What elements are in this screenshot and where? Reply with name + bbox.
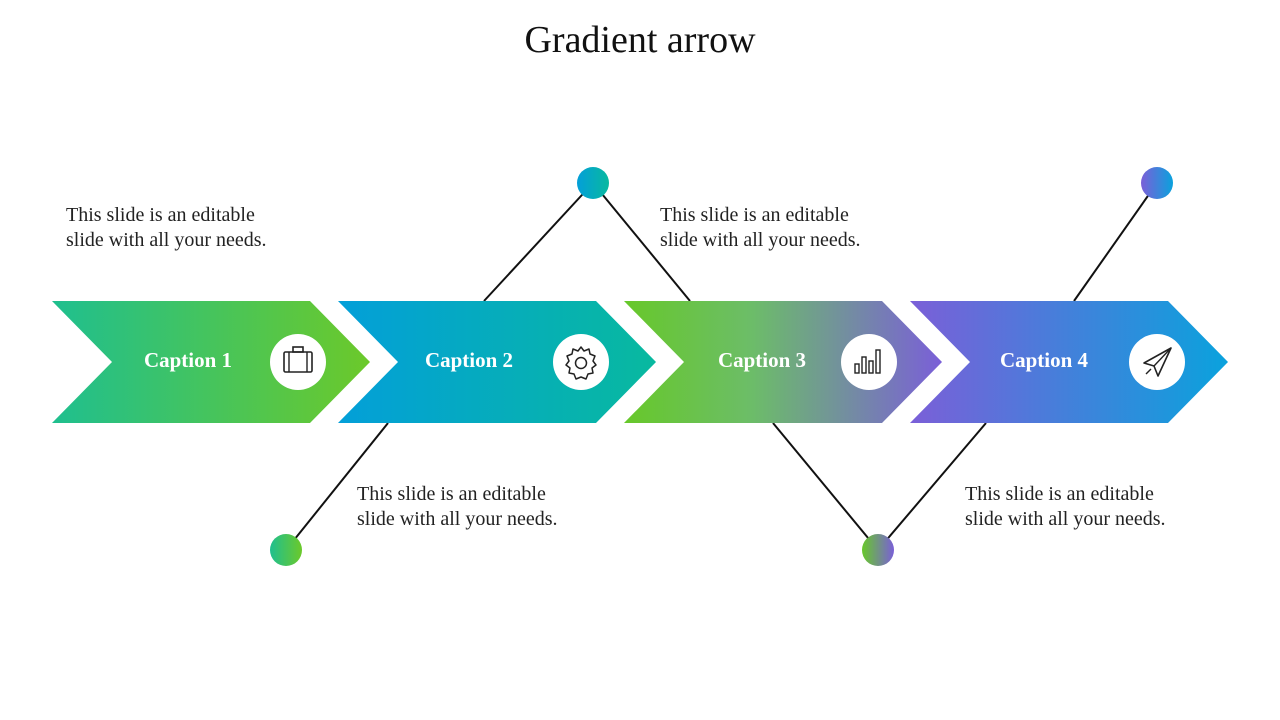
connector-line-4 [772,422,879,551]
description-3: This slide is an editable slide with all… [660,203,920,253]
paper-plane-icon [1129,334,1185,390]
dot-1 [270,534,302,566]
briefcase-icon [270,334,326,390]
description-3-line-1: This slide is an editable [660,204,849,226]
connector-line-2 [483,182,594,302]
description-4-line-1: This slide is an editable [965,483,1154,505]
caption-4: Caption 4 [1000,348,1089,372]
chevron-step-2 [338,301,656,423]
page-title: Gradient arrow [524,19,756,61]
description-3-line-2: slide with all your needs. [660,229,861,251]
chevron-step-3 [624,301,942,423]
description-1-line-2: slide with all your needs. [66,229,267,251]
description-4: This slide is an editable slide with all… [965,482,1225,532]
connector-line-5 [877,422,987,551]
description-4-line-2: slide with all your needs. [965,508,1166,530]
description-2-line-2: slide with all your needs. [357,508,558,530]
connector-line-1 [285,422,389,551]
description-2-line-1: This slide is an editable [357,483,546,505]
gear-icon [553,334,609,390]
bar-chart-icon [841,334,897,390]
caption-1: Caption 1 [144,348,232,372]
caption-3: Caption 3 [718,348,806,372]
caption-2: Caption 2 [425,348,513,372]
description-1: This slide is an editable slide with all… [66,203,326,253]
connector-line-3 [592,182,691,302]
description-2: This slide is an editable slide with all… [357,482,617,532]
dot-2 [577,167,609,199]
chevron-step-4 [910,301,1228,423]
dot-4 [1141,167,1173,199]
chevron-step-1 [52,301,370,423]
description-1-line-1: This slide is an editable [66,204,255,226]
connector-line-6 [1073,182,1158,302]
dot-3 [862,534,894,566]
